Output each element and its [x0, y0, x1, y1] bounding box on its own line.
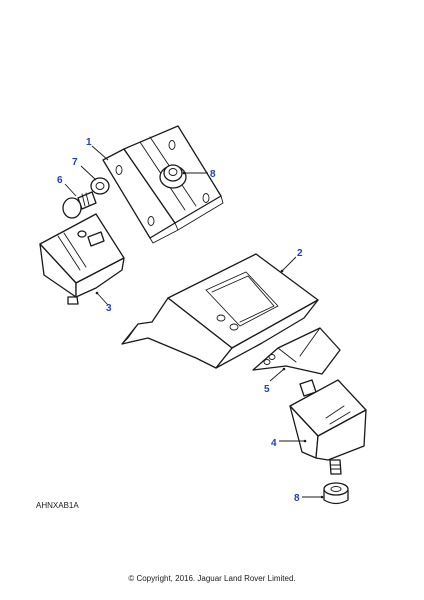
- leader-lines: [64, 145, 324, 499]
- callout-6: 6: [57, 175, 63, 186]
- part-8-flange-nut-lower: [323, 482, 349, 505]
- copyright-notice: © Copyright, 2016. Jaguar Land Rover Lim…: [128, 574, 296, 583]
- part-2-chassis-bracket: [121, 253, 319, 369]
- part-3-left-mounting: [39, 213, 125, 305]
- callout-8-upper: 8: [210, 169, 216, 180]
- part-4-right-mounting: [289, 379, 367, 475]
- part-8-flange-nut-upper: [159, 164, 187, 189]
- part-7-washer: [90, 177, 110, 195]
- callout-5: 5: [264, 384, 270, 395]
- callout-8-lower: 8: [294, 493, 300, 504]
- part-6-bolt: [62, 191, 97, 219]
- callout-1: 1: [86, 137, 92, 148]
- callout-2: 2: [297, 248, 303, 259]
- part-5-small-bracket: [252, 327, 341, 375]
- callout-4: 4: [271, 438, 277, 449]
- callout-3: 3: [106, 303, 112, 314]
- callout-7: 7: [72, 157, 78, 168]
- diagram-reference-code: AHNXAB1A: [36, 501, 79, 510]
